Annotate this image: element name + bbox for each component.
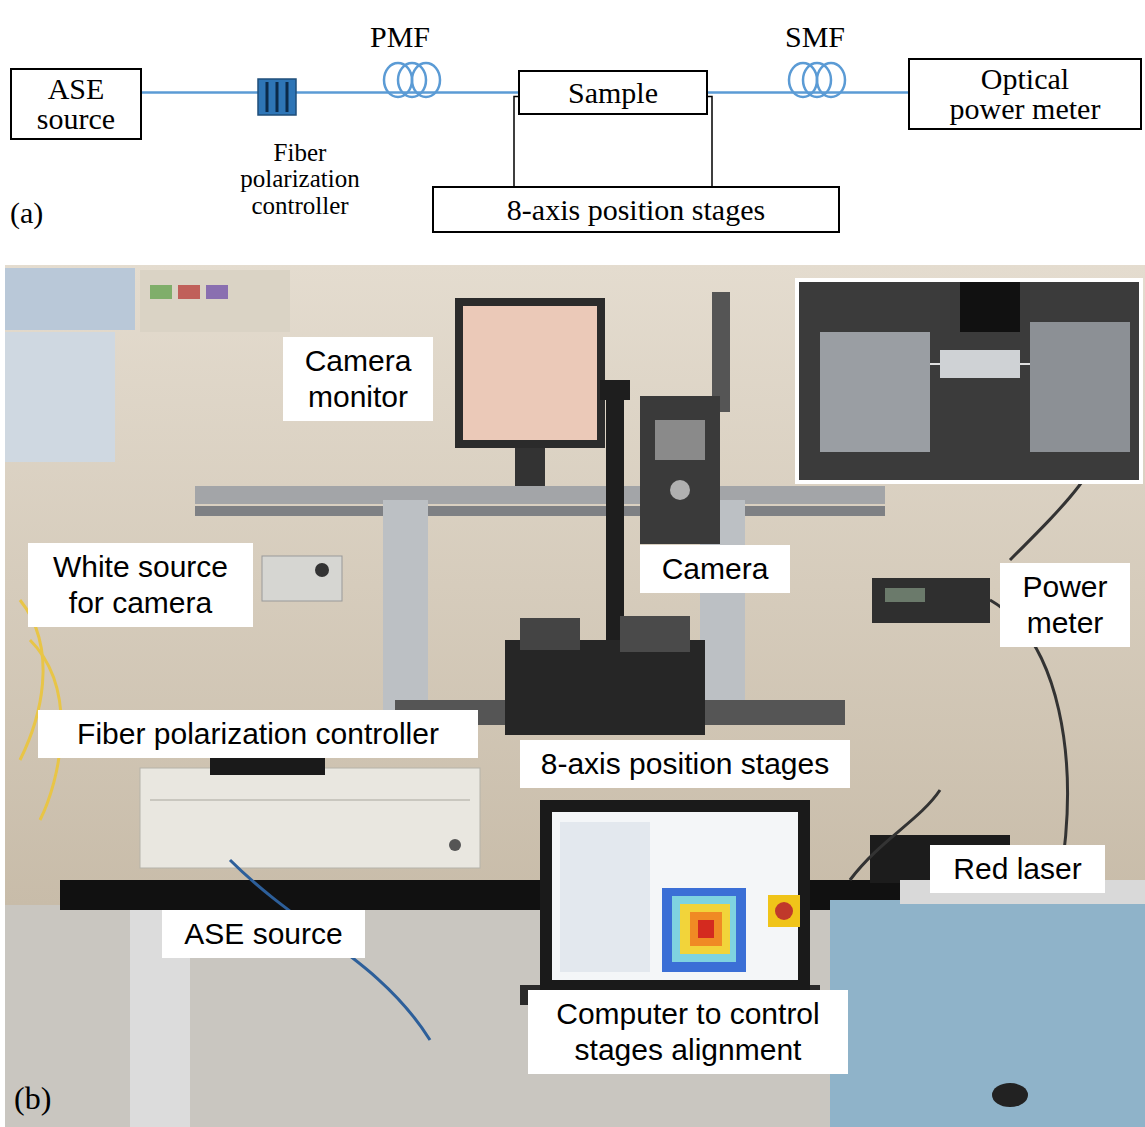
meter-box: Optical power meter: [908, 58, 1142, 130]
node-text: 8-axis position stages: [541, 746, 830, 782]
monitor-frame: [455, 298, 605, 448]
photo-label: Camera: [640, 545, 790, 593]
bench-rail: [195, 506, 885, 516]
inset-sample: [940, 350, 1020, 378]
position-stage: [505, 640, 705, 735]
camera-post: [712, 292, 730, 412]
inset-fiber: [930, 363, 940, 365]
bench-rail: [195, 486, 885, 504]
heatmap: [672, 896, 736, 962]
poster: [5, 332, 115, 462]
camera-body: [655, 420, 705, 460]
power-meter-display: [885, 588, 925, 602]
ase-instrument: [140, 768, 480, 868]
inset-fiber: [1020, 363, 1030, 365]
white-source-box: [262, 556, 342, 601]
monitor-screen: [463, 306, 597, 440]
cart: [830, 900, 1145, 1127]
component-label: Fiber polarization controller: [222, 140, 378, 219]
heatmap: [690, 912, 722, 946]
mouse: [992, 1083, 1028, 1107]
poster: [5, 268, 135, 330]
source-box: ASE source: [10, 68, 142, 140]
photo-label: 8-axis position stages: [520, 740, 850, 788]
panel-letter: (a): [10, 196, 43, 231]
camera-knob: [670, 480, 690, 500]
node-text: Fiber polarization controller: [77, 716, 439, 752]
inset-objective: [960, 282, 1020, 332]
poster-figure: [178, 285, 200, 299]
node-text: Power meter: [1008, 569, 1122, 641]
node-text: White source for camera: [36, 549, 245, 621]
photo-label: ASE source: [162, 910, 365, 958]
laptop-screen: [552, 812, 798, 980]
screen-table: [560, 822, 650, 972]
fiber-link: [142, 91, 518, 94]
emergency-stop: [768, 895, 800, 927]
photo-label: Computer to control stages alignment: [528, 990, 848, 1074]
position-stage: [620, 616, 690, 652]
position-stage: [520, 618, 580, 650]
fiber-name: SMF: [785, 20, 845, 55]
photo-label: Red laser: [930, 845, 1105, 893]
node-text: Red laser: [953, 851, 1081, 887]
heatmap: [698, 920, 714, 938]
monitor-stand: [515, 448, 545, 486]
mount-line: [708, 97, 712, 187]
poster: [140, 270, 290, 332]
fiber-port: [449, 839, 461, 851]
photo-label: White source for camera: [28, 543, 253, 627]
node-text: ASE source: [18, 74, 134, 134]
heatmap: [662, 888, 746, 972]
bench-column: [383, 500, 428, 710]
fiber-coil: [817, 63, 845, 97]
panel-line: [150, 799, 470, 801]
node-text: 8-axis position stages: [507, 195, 765, 225]
poster-figure: [150, 285, 172, 299]
paddle-line: [286, 82, 289, 112]
sample-box: Sample: [518, 70, 708, 115]
fiber-name: PMF: [370, 20, 430, 55]
photo-label: Fiber polarization controller: [38, 710, 478, 758]
node-text: Camera: [662, 551, 769, 587]
camera-head: [600, 380, 630, 400]
inset-stage: [820, 332, 930, 452]
paddle-line: [266, 82, 269, 112]
poster-figure: [206, 285, 228, 299]
photo-label: Camera monitor: [283, 337, 433, 421]
laptop-frame: [540, 800, 810, 990]
photo-label: Power meter: [1000, 563, 1130, 647]
paddle-line: [276, 82, 279, 112]
node-text: Computer to control stages alignment: [536, 996, 840, 1068]
power-meter-device: [872, 578, 990, 623]
node-text: Optical power meter: [941, 64, 1109, 124]
cable: [850, 790, 940, 880]
camera-mount: [640, 396, 720, 544]
polarization-controller-icon: [258, 79, 296, 115]
node-text: ASE source: [184, 916, 342, 952]
stage-box: 8-axis position stages: [432, 186, 840, 233]
white-source-knob: [315, 563, 329, 577]
fiber-coil: [412, 63, 440, 97]
panel-letter: (b): [14, 1080, 51, 1117]
inset-photo: [799, 282, 1139, 480]
heatmap: [680, 904, 730, 954]
node-text: Sample: [568, 78, 658, 108]
inset-frame: [795, 278, 1143, 484]
node-text: Camera monitor: [291, 343, 425, 415]
inset-stage: [1030, 322, 1130, 452]
emergency-stop-knob: [775, 902, 793, 920]
